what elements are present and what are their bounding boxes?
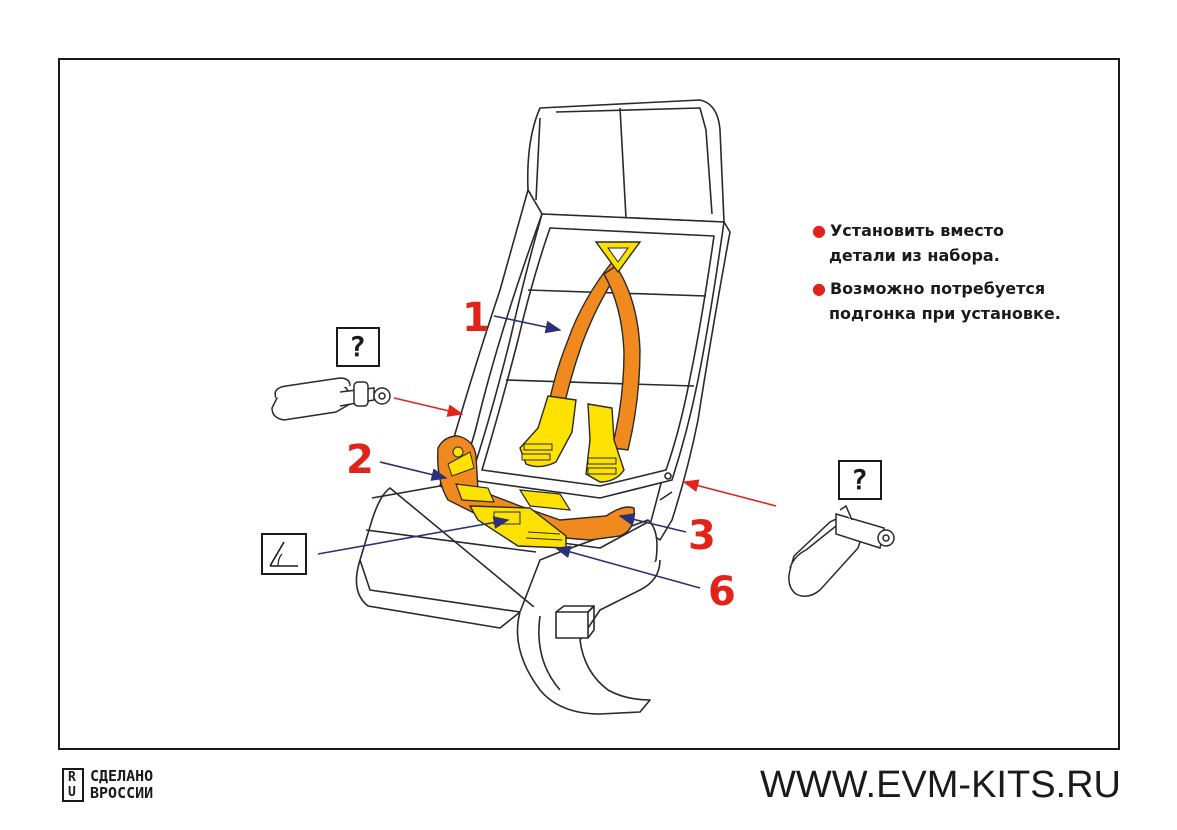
- website-url[interactable]: WWW.EVM-KITS.RU: [760, 764, 1121, 806]
- left-part-drawing: [271, 377, 391, 421]
- bullet-icon: ●: [812, 221, 826, 240]
- bullet-icon: ●: [812, 279, 826, 298]
- unknown-part-badge-left: ?: [336, 327, 380, 367]
- leader-6: [554, 545, 701, 589]
- callout-6: 6: [708, 569, 736, 615]
- made-in-russia-text: СДЕЛАНО ВРОССИИ: [90, 768, 153, 802]
- leader-1: [493, 315, 562, 334]
- lap-belt: [437, 435, 635, 549]
- ru-logo-box: R U: [62, 768, 84, 802]
- leader-3: [618, 513, 687, 533]
- leader-angle: [317, 516, 510, 555]
- arrow-left-part: [393, 397, 464, 417]
- question-icon: ?: [851, 463, 868, 496]
- unknown-part-badge-right: ?: [838, 460, 882, 500]
- shoulder-harness: [519, 241, 642, 483]
- note-1-line2: детали из набора.: [829, 246, 1000, 265]
- note-1: ●Установить вместо детали из набора.: [812, 218, 1004, 268]
- seat-outline: [355, 99, 731, 715]
- note-2-line2: подгонка при установке.: [829, 304, 1061, 323]
- made-line-2: ВРОССИИ: [90, 784, 154, 802]
- note-1-line1: Установить вместо: [829, 221, 1005, 240]
- callout-2: 2: [346, 437, 374, 483]
- right-part-drawing: [788, 504, 895, 597]
- logo-letter-u: U: [68, 785, 76, 800]
- leader-2: [379, 461, 448, 481]
- leader-lines: [317, 315, 701, 589]
- bend-symbol: [261, 533, 307, 575]
- callout-1: 1: [462, 295, 490, 341]
- question-icon: ?: [349, 330, 366, 363]
- made-line-1: СДЕЛАНО: [90, 767, 154, 785]
- note-2-line1: Возможно потребуется: [829, 279, 1046, 298]
- arrow-right-part: [682, 479, 777, 507]
- note-2: ●Возможно потребуется подгонка при устан…: [812, 276, 1061, 326]
- red-arrows: [393, 397, 777, 507]
- callout-3: 3: [688, 513, 716, 559]
- logo-letter-r: R: [68, 770, 76, 785]
- diagram-frame: [58, 58, 1120, 750]
